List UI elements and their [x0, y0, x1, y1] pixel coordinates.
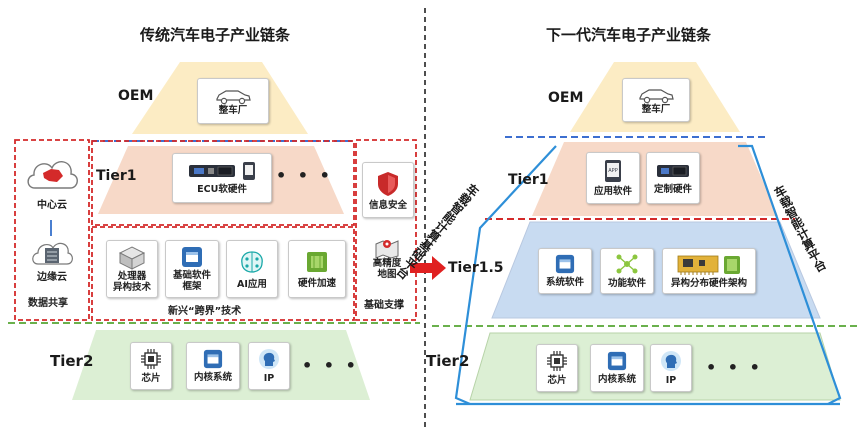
ip-head-icon: [661, 351, 681, 371]
app-software-card: APP 应用软件: [586, 152, 640, 204]
right-tier1-label: Tier1: [508, 172, 549, 188]
car-icon: [639, 88, 674, 103]
left-tier1-label: Tier1: [96, 168, 137, 184]
emerging-caption: 新兴“跨界”技术: [168, 306, 242, 317]
right-tier2-ip-label: IP: [665, 375, 677, 386]
kernel-window-icon: [203, 349, 223, 369]
hetero-hardware-label: 异构分布硬件架构: [670, 277, 747, 289]
left-tier1-dots: • • •: [276, 166, 333, 185]
emerging-card-ai: AI应用: [226, 240, 278, 298]
function-software-label: 功能软件: [607, 278, 646, 289]
left-tier2-dots: • • •: [302, 356, 359, 375]
ai-brain-icon: [241, 250, 263, 273]
left-ecu-card: ECU软硬件: [172, 153, 272, 203]
kernel-window-icon: [607, 351, 627, 371]
right-tier2-ip-card: IP: [650, 344, 692, 392]
ip-head-icon: [259, 349, 279, 369]
emerging-card-framework-label: 基础软件 框架: [172, 270, 211, 292]
ecu-board-icon: [189, 165, 235, 177]
cloud-link: [50, 220, 52, 236]
right-oem-card: 整车厂: [622, 78, 690, 122]
left-tier2-chip-label: 芯片: [141, 373, 161, 384]
left-tier2-label: Tier2: [50, 352, 94, 370]
hetero-hardware-card: 异构分布硬件架构: [662, 248, 756, 294]
left-tier2-ip-card: IP: [248, 342, 290, 390]
cloud-china-icon: [27, 161, 78, 189]
accelerator-chip-icon: [724, 255, 740, 274]
circuit-board-icon: [677, 255, 719, 275]
left-oem-card: 整车厂: [197, 78, 269, 124]
edge-cloud-label: 边缘云: [37, 272, 67, 283]
emerging-card-ai-label: AI应用: [237, 278, 267, 290]
center-cloud-label: 中心云: [37, 200, 67, 211]
hd-map: 高精度 地图: [362, 236, 412, 292]
network-node-icon: [616, 254, 638, 274]
right-title: 下一代汽车电子产业链条: [546, 26, 712, 44]
left-oem-card-label: 整车厂: [218, 104, 248, 116]
software-window-icon: [182, 247, 202, 267]
system-software-card: 系统软件: [538, 248, 592, 294]
cloud-caption: 数据共享: [28, 298, 68, 309]
chip-icon: [141, 349, 161, 369]
chip-icon: [547, 351, 567, 371]
security-card: 信息安全: [362, 162, 414, 218]
center-cloud: 中心云: [20, 148, 84, 216]
right-tier2-chip-card: 芯片: [536, 344, 578, 392]
edge-cloud: 边缘云: [20, 236, 84, 286]
app-software-label: 应用软件: [593, 186, 632, 197]
custom-hardware-label: 定制硬件: [653, 184, 692, 195]
server-cloud-icon: [32, 242, 73, 265]
left-tier2-chip-card: 芯片: [130, 342, 172, 390]
transition-arrow: [410, 256, 446, 280]
emerging-card-processor-label: 处理器 异构技术: [112, 271, 151, 293]
map-pin-icon: [375, 240, 399, 258]
right-tier2-dots: • • •: [706, 358, 763, 377]
left-tier2-kernel-label: 内核系统: [193, 372, 232, 383]
right-oem-label: OEM: [548, 90, 584, 106]
left-oem-label: OEM: [118, 88, 154, 104]
emerging-card-framework: 基础软件 框架: [165, 240, 219, 298]
tier1-red-box: [91, 140, 355, 226]
right-tier2-kernel-card: 内核系统: [590, 344, 644, 392]
accelerator-chip-icon: [307, 251, 327, 272]
left-tier2-ip-label: IP: [263, 373, 275, 384]
processor-icon: [118, 246, 146, 270]
right-tier15-layer: [491, 221, 821, 319]
right-bracket-inner: [454, 145, 557, 406]
support-caption: 基础支撑: [364, 300, 404, 311]
ecu-board-icon: [657, 165, 689, 177]
right-tier2-label: Tier2: [426, 352, 470, 370]
software-window-icon: [555, 254, 575, 274]
right-tier15-label: Tier1.5: [448, 260, 504, 276]
left-tier2-kernel-card: 内核系统: [186, 342, 240, 390]
emerging-card-processor: 处理器 异构技术: [106, 240, 158, 298]
car-icon: [216, 89, 251, 104]
hd-map-label: 高精度 地图: [372, 258, 402, 280]
cloud-box: [14, 139, 90, 321]
right-bracket-outer: [738, 144, 842, 405]
right-tier2-chip-label: 芯片: [547, 375, 567, 386]
right-tier2-kernel-label: 内核系统: [597, 374, 636, 385]
system-software-label: 系统软件: [545, 277, 584, 288]
custom-hardware-card: 定制硬件: [646, 152, 700, 204]
app-phone-icon: APP: [605, 160, 621, 182]
right-oem-card-label: 整车厂: [641, 103, 671, 115]
emerging-box: [91, 226, 355, 321]
left-ecu-card-label: ECU软硬件: [197, 184, 247, 195]
svg-text:APP: APP: [608, 168, 617, 174]
emerging-card-accel-label: 硬件加速: [297, 277, 336, 289]
security-card-label: 信息安全: [368, 199, 407, 211]
function-software-card: 功能软件: [600, 248, 654, 294]
app-phone-icon: [243, 162, 255, 180]
security-shield-icon: [378, 171, 398, 196]
left-title: 传统汽车电子产业链条: [140, 26, 291, 44]
emerging-card-accel: 硬件加速: [288, 240, 346, 298]
